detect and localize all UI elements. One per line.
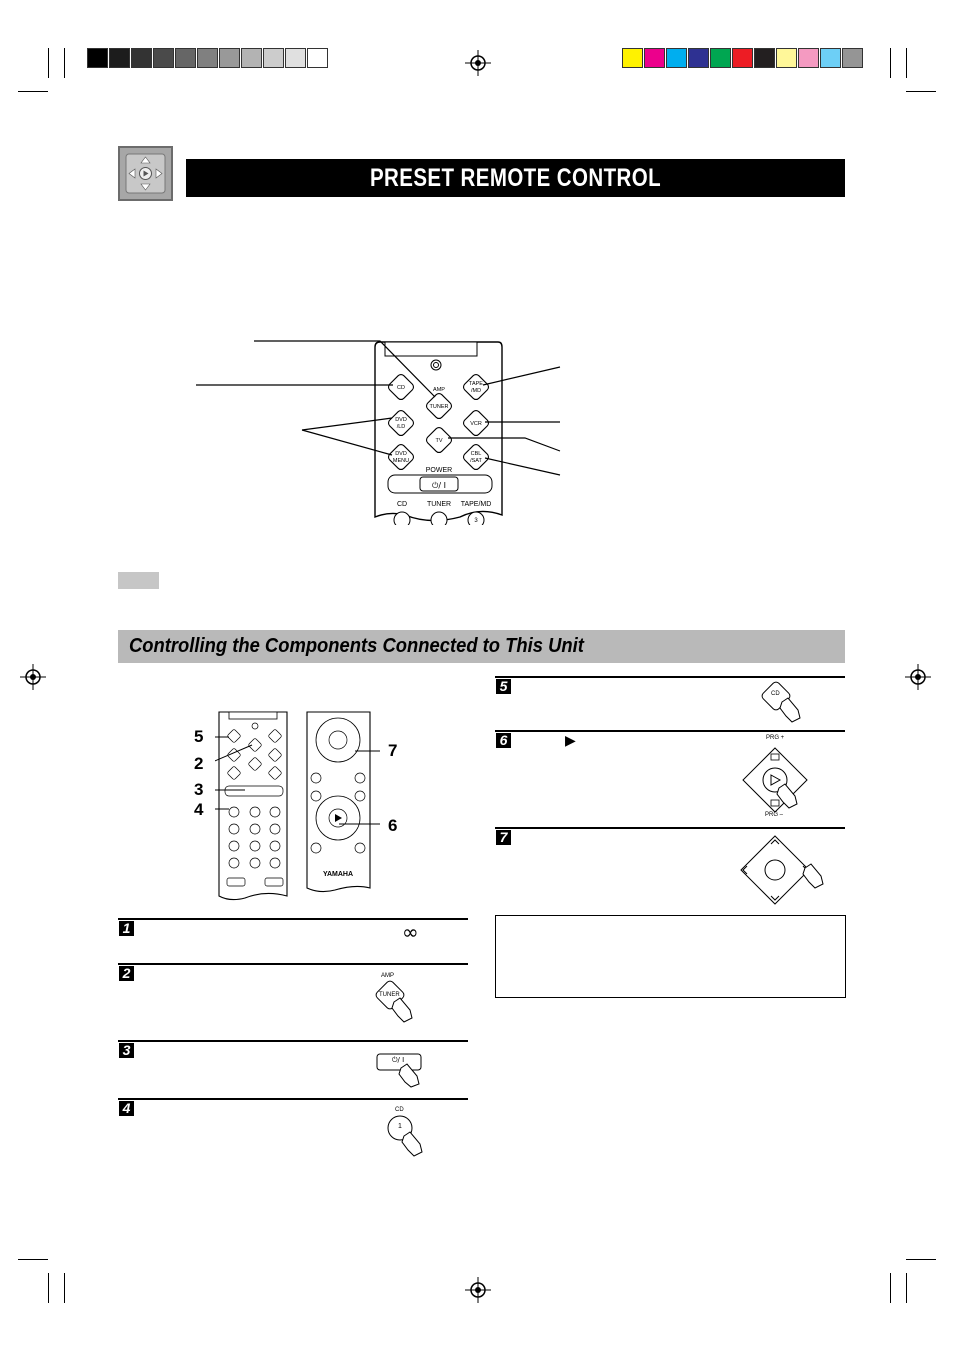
step-5-rule [495, 676, 845, 678]
callout-6: 6 [388, 816, 398, 835]
power-text: ⏻/ I [392, 1056, 405, 1064]
dvd-label: DVD [395, 417, 407, 423]
registration-mark-icon [465, 1277, 491, 1303]
amp-tuner-button-icon [375, 980, 413, 1023]
dpad-play-icon [742, 747, 808, 813]
leader-line [301, 417, 393, 431]
step-1-rule [118, 918, 468, 920]
registration-mark-icon [20, 664, 46, 690]
step-6-number: 6 [496, 733, 511, 748]
step-7-rule [495, 827, 845, 829]
leader-line [484, 457, 561, 476]
bottom-tape-label: TAPE/MD [461, 501, 492, 508]
crop-mark [906, 1259, 936, 1260]
step-6-rule [495, 730, 845, 732]
registration-mark-icon [465, 50, 491, 76]
cd-text-5: CD [771, 691, 780, 697]
dvd-menu-button[interactable] [387, 443, 415, 471]
callout-2: 2 [194, 754, 204, 773]
note-label [118, 572, 159, 589]
crop-mark [64, 48, 65, 78]
info-box [495, 915, 846, 998]
prg-plus-text: PRG + [766, 735, 785, 741]
cd-text: CD [395, 1107, 404, 1113]
dpad-up-icon [740, 835, 824, 905]
crop-mark [906, 1273, 907, 1303]
crop-mark [906, 48, 907, 78]
menu-label: MENU [393, 458, 409, 464]
infinity-symbol: ∞ [402, 920, 419, 944]
amp-label: AMP [433, 387, 445, 393]
tape-md-label: /MD [471, 388, 481, 394]
callout-3: 3 [194, 780, 204, 799]
step-2-number: 2 [119, 966, 134, 981]
cbl-label: CBL [471, 451, 482, 457]
tape-md-button[interactable] [462, 373, 490, 401]
yamaha-logo: YAMAHA [323, 871, 353, 878]
vcr-label: VCR [470, 421, 482, 427]
vcr-button[interactable] [462, 409, 490, 437]
amp-text: AMP [381, 973, 395, 979]
crop-mark [18, 91, 48, 92]
ld-label: /LD [397, 424, 406, 430]
step-4-rule [118, 1098, 468, 1100]
tv-button[interactable] [425, 426, 453, 454]
page-title: PRESET REMOTE CONTROL [369, 163, 662, 192]
step-4-number: 4 [119, 1101, 134, 1116]
crop-mark [48, 48, 49, 78]
step-5-number: 5 [496, 679, 511, 694]
cd-button[interactable] [387, 373, 415, 401]
leader-line [254, 340, 436, 398]
power-button-icon [376, 1053, 422, 1088]
remote-control-icon [118, 146, 173, 201]
section-header: Controlling the Components Connected to … [118, 630, 845, 663]
registration-mark-icon [905, 664, 931, 690]
svg-text:3: 3 [474, 518, 478, 524]
tape-label: TAPE [469, 381, 483, 387]
crop-mark [890, 1273, 891, 1303]
tv-label: TV [435, 438, 442, 444]
section-title: Controlling the Components Connected to … [129, 635, 584, 657]
callout-7: 7 [388, 741, 398, 760]
callout-4: 4 [194, 800, 204, 819]
cd-1-button-icon [387, 1115, 423, 1157]
step-7-number: 7 [496, 830, 511, 845]
dvd-ld-button[interactable] [387, 409, 415, 437]
remote-control-illustration: CD AMP TUNER TAPE /MD DVD /LD VCR TV DVD… [196, 340, 561, 525]
crop-mark [64, 1273, 65, 1303]
cd-label: CD [397, 385, 405, 391]
leader-line [482, 366, 561, 386]
dvd-menu-label: DVD [395, 451, 407, 457]
bottom-cd-label: CD [397, 501, 407, 508]
tuner-text: TUNER [379, 992, 400, 998]
crop-mark [890, 48, 891, 78]
page-title-bar: PRESET REMOTE CONTROL [186, 159, 845, 197]
step-3-number: 3 [119, 1043, 134, 1058]
step-2-rule [118, 963, 468, 965]
remote-pair-illustration: YAMAHA [215, 711, 380, 901]
key-1-text: 1 [398, 1123, 402, 1130]
tuner-button[interactable] [425, 392, 453, 420]
bottom-tuner-label: TUNER [427, 501, 451, 508]
cbl-sat-button[interactable] [462, 443, 490, 471]
callout-5: 5 [194, 727, 204, 746]
tuner-label: TUNER [430, 404, 449, 410]
cd-button-icon [761, 681, 801, 723]
power-symbol: ⏻/ I [432, 481, 446, 490]
crop-mark [48, 1273, 49, 1303]
prg-minus-text: PRG – [765, 812, 784, 818]
power-label: POWER [426, 467, 452, 474]
play-symbol: ▶ [565, 733, 576, 749]
step-3-rule [118, 1040, 468, 1042]
leader-line [448, 437, 561, 452]
crop-mark [906, 91, 936, 92]
power-button[interactable] [419, 476, 459, 492]
crop-mark [18, 1259, 48, 1260]
leader-line [301, 429, 393, 456]
sat-label: /SAT [470, 458, 482, 464]
step-1-number: 1 [119, 921, 134, 936]
